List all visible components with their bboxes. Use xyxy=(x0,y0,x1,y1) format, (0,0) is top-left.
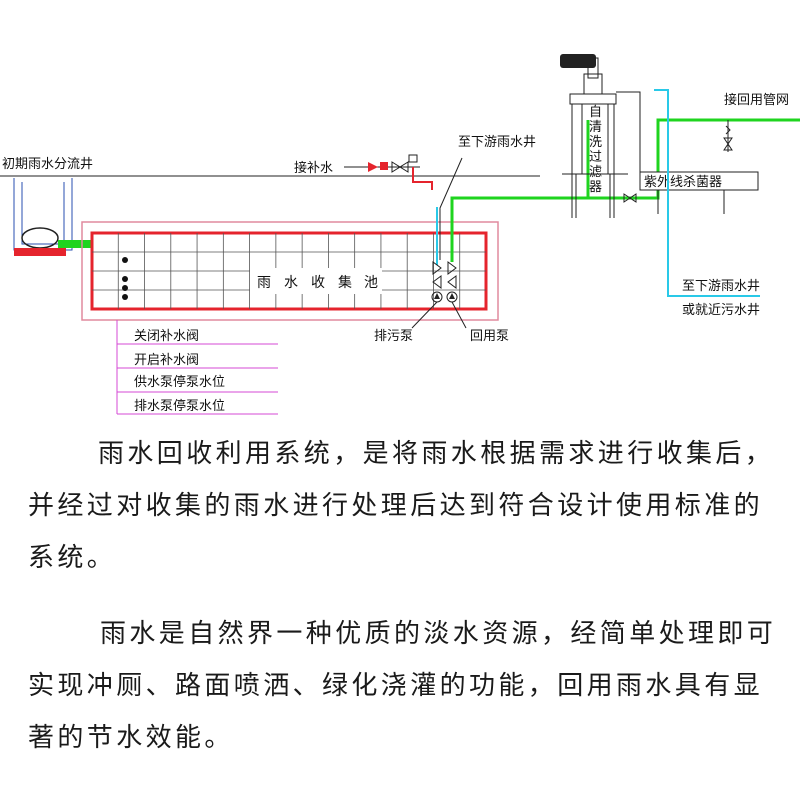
level-dot-3 xyxy=(122,285,128,291)
pool-char-1: 雨 xyxy=(257,275,271,291)
filter-char-5: 滤 xyxy=(589,165,602,180)
makeup-water-label: 接补水 xyxy=(294,160,333,176)
legend-supply-pump-stop-level: 供水泵停泵水位 xyxy=(134,374,225,390)
drain-pump-leader xyxy=(411,301,438,329)
filter-char-1: 自 xyxy=(589,105,602,120)
filter-char-6: 器 xyxy=(589,180,602,195)
initial-rain-well xyxy=(13,178,92,256)
level-legend xyxy=(116,320,278,415)
filter-char-2: 清 xyxy=(589,120,602,135)
downstream-well-right-label-2: 或就近污水井 xyxy=(682,303,760,318)
level-dot-2 xyxy=(122,276,128,282)
self-cleaning-filter xyxy=(560,54,641,218)
reuse-pump xyxy=(446,261,458,303)
reuse-network-valve xyxy=(723,120,733,152)
drain-pump-label: 排污泵 xyxy=(374,329,413,344)
downstream-well-right-label-1: 至下游雨水井 xyxy=(682,279,760,294)
legend-close-makeup-valve: 关闭补水阀 xyxy=(134,329,199,344)
pool-char-4: 集 xyxy=(338,274,352,291)
legend-open-makeup-valve: 开启补水阀 xyxy=(134,353,199,368)
reuse-pipe xyxy=(450,118,800,262)
reuse-network-label: 接回用管网 xyxy=(724,92,789,108)
level-dot-4 xyxy=(122,294,128,300)
drain-pump xyxy=(431,261,443,303)
filter-char-3: 洗 xyxy=(589,135,602,150)
benefit-paragraph: 雨水是自然界一种优质的淡水资源，经简单处理即可实现冲厕、路面喷洒、绿化浇灌的功能… xyxy=(28,619,777,753)
filter-char-4: 过 xyxy=(589,150,602,165)
drain-pipe xyxy=(436,157,463,265)
rainwater-system-diagram: 初期雨水分流井 雨 水 收 集 池 关闭补水阀 开启补水阀 供水泵停泵水位 排水… xyxy=(0,54,800,415)
initial-rain-well-label: 初期雨水分流井 xyxy=(2,157,93,172)
right-drain-pipe xyxy=(654,89,760,297)
makeup-water-line xyxy=(344,154,433,190)
intro-paragraph: 雨水回收利用系统，是将雨水根据需求进行收集后，并经过对收集的雨水进行处理后达到符… xyxy=(28,439,775,573)
legend-drain-pump-stop-level: 排水泵停泵水位 xyxy=(134,398,225,414)
uv-sterilizer xyxy=(623,171,759,214)
reuse-pump-label: 回用泵 xyxy=(470,329,509,344)
pool-char-5: 池 xyxy=(364,275,378,291)
pool-char-3: 收 xyxy=(311,275,325,291)
reuse-pump-leader xyxy=(451,301,467,329)
pool-char-2: 水 xyxy=(284,275,298,291)
rainwater-collection-pool: 雨 水 收 集 池 xyxy=(90,231,488,311)
downstream-well-label-top: 至下游雨水井 xyxy=(458,135,536,150)
uv-sterilizer-label: 紫外线杀菌器 xyxy=(644,175,722,190)
pool-outer-frame xyxy=(81,221,499,321)
level-dot-1 xyxy=(122,257,128,263)
